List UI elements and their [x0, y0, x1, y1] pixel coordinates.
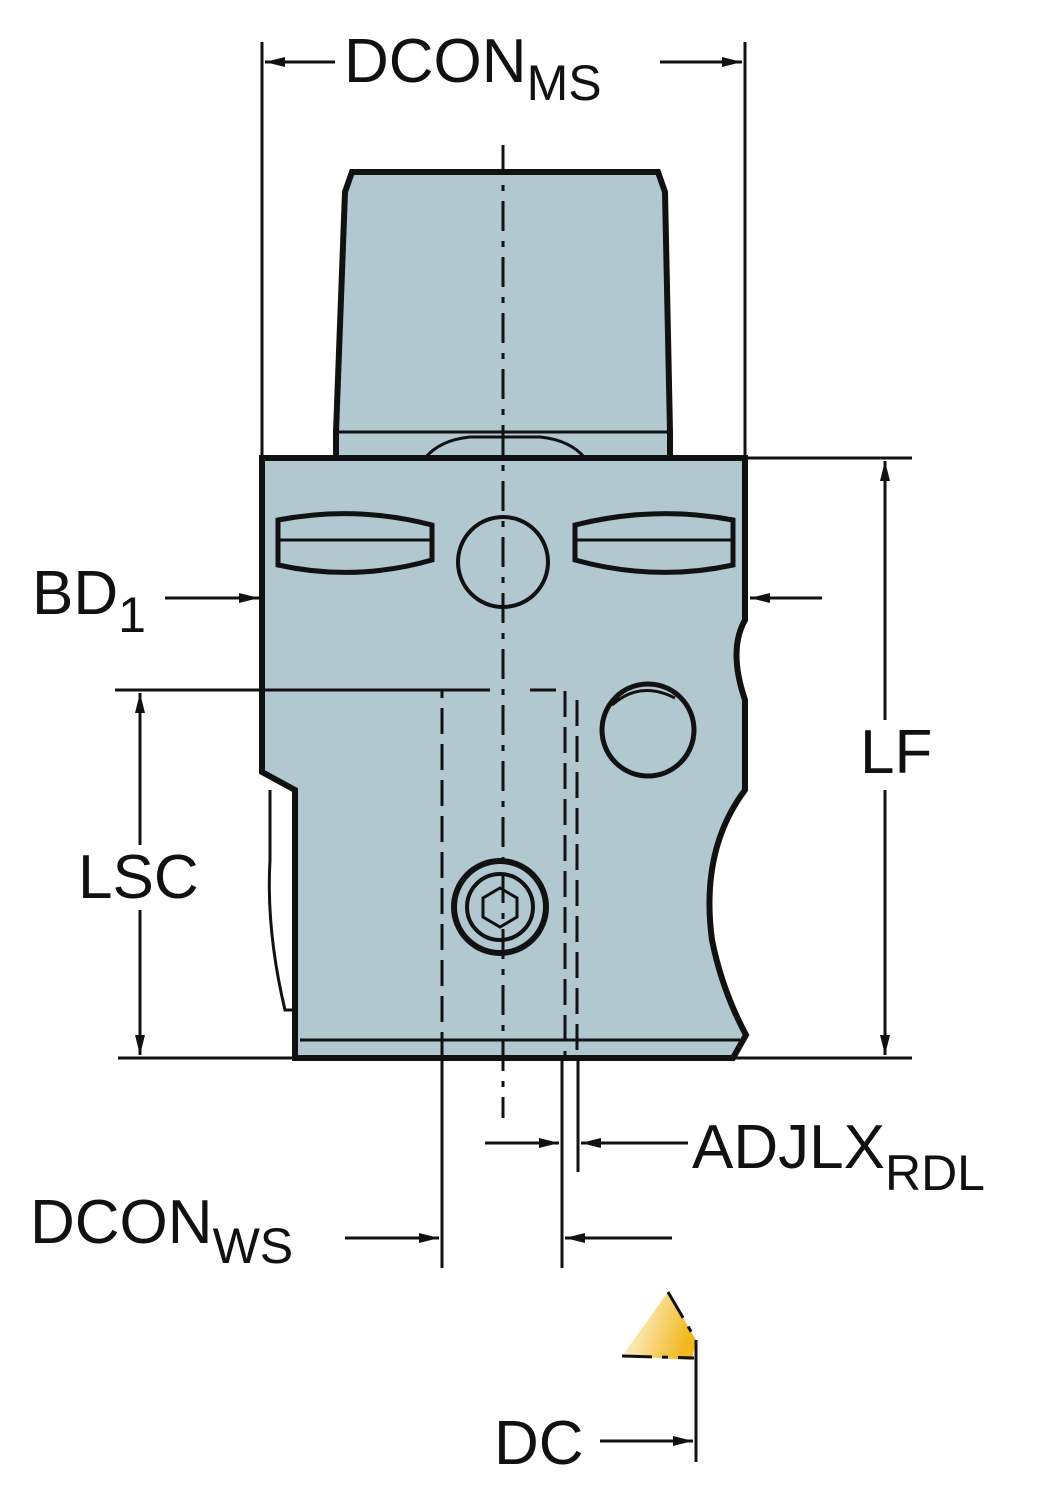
svg-text:BD1: BD1	[32, 559, 146, 643]
dim-adjlx-rdl: ADJLXRDL	[485, 1058, 985, 1268]
label-sub-1: 1	[118, 587, 146, 643]
cutting-insert	[621, 1291, 698, 1360]
dim-lsc: LSC	[78, 688, 490, 1055]
svg-text:DCONWS: DCONWS	[30, 1188, 293, 1274]
label-bd: BD	[32, 559, 118, 628]
dim-lf: LF	[118, 456, 932, 1060]
dim-bd1: BD1	[32, 559, 822, 643]
label-sub-ms: MS	[527, 55, 602, 111]
right-slot	[572, 511, 736, 575]
side-screw	[599, 681, 697, 779]
label-dcon: DCON	[344, 27, 527, 96]
svg-text:DCONMS: DCONMS	[344, 27, 602, 111]
label-adjlx: ADJLX	[692, 1113, 885, 1182]
dim-dc: DC	[494, 1340, 698, 1478]
hex-screw	[451, 858, 549, 956]
dim-dcon-ws: DCONWS	[30, 1058, 672, 1274]
label-dc: DC	[494, 1409, 584, 1478]
label-sub-rdl: RDL	[885, 1145, 985, 1201]
left-slot	[275, 511, 435, 575]
svg-text:ADJLXRDL: ADJLXRDL	[692, 1113, 985, 1201]
label-sub-ws: WS	[213, 1218, 294, 1274]
label-dcon-ws: DCON	[30, 1188, 213, 1257]
dim-dcon-ms: DCONMS	[260, 27, 747, 458]
label-lf: LF	[860, 718, 932, 787]
label-lsc: LSC	[78, 843, 199, 912]
adapter-body	[259, 455, 750, 1061]
